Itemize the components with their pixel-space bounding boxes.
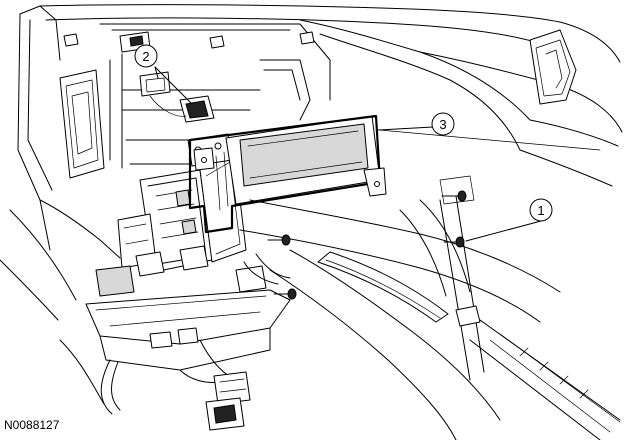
center-console-structure xyxy=(239,175,621,440)
electrical-connector xyxy=(139,71,215,123)
bolt-icon xyxy=(267,234,291,246)
figure-id: N0088127 xyxy=(4,418,60,432)
callout-2: 2 xyxy=(134,44,193,105)
callout-3: 3 xyxy=(377,112,455,136)
instrument-panel xyxy=(0,4,623,321)
callout-label: 1 xyxy=(537,203,544,218)
receiver-chassis xyxy=(117,133,247,277)
display-module xyxy=(188,114,601,234)
bolt-icon xyxy=(273,288,297,300)
bolts xyxy=(267,190,467,300)
bolt-icon xyxy=(441,190,467,202)
bolt-icon xyxy=(443,236,465,248)
callout-1: 1 xyxy=(465,198,553,242)
callout-label: 2 xyxy=(142,49,149,64)
callout-label: 3 xyxy=(439,117,446,132)
lower-trim-panel xyxy=(59,253,291,431)
